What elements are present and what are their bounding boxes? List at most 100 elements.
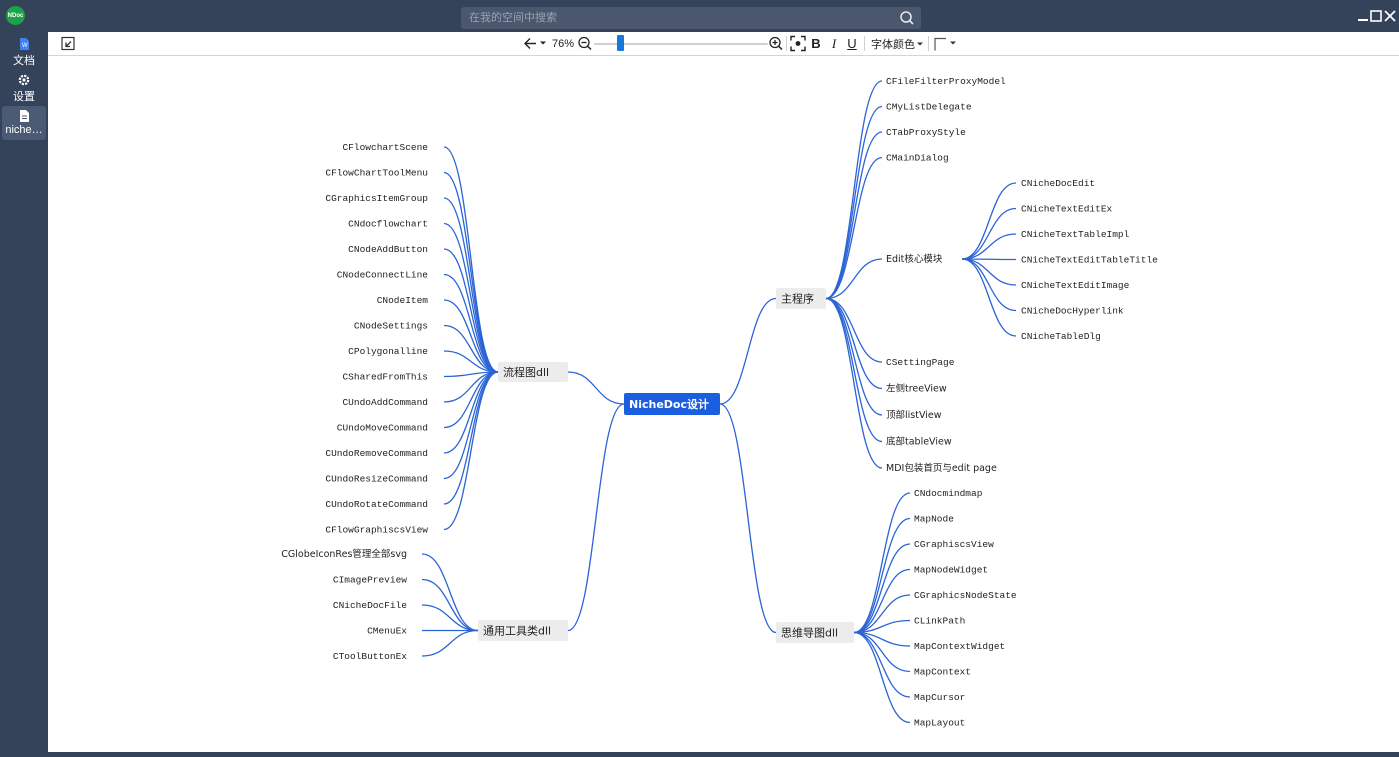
mindmap-leaf-node[interactable]: CNodeItem bbox=[377, 295, 429, 306]
connector-line bbox=[853, 492, 911, 634]
mindmap-leaf-node[interactable]: CFlowGraphiscsView bbox=[325, 525, 428, 536]
sidebar-item-settings[interactable]: 设置 bbox=[2, 70, 46, 104]
mindmap-leaf-node[interactable]: CUndoResizeCommand bbox=[325, 474, 428, 485]
maximize-icon[interactable] bbox=[1369, 9, 1383, 23]
connector-line bbox=[961, 207, 1017, 260]
connector-line bbox=[443, 371, 499, 531]
root-node[interactable]: NicheDoc设计 bbox=[624, 393, 720, 415]
mindmap-leaf-node[interactable]: CNicheTextEditTableTitle bbox=[1021, 255, 1158, 266]
search-input[interactable] bbox=[469, 10, 889, 26]
mindmap-leaf-node[interactable]: CPolygonalline bbox=[348, 346, 428, 357]
branch-node-zhuchengxu[interactable]: 主程序 bbox=[776, 288, 826, 309]
mindmap-leaf-node[interactable]: CUndoRotateCommand bbox=[325, 499, 428, 510]
mindmap-leaf-node[interactable]: CNicheTextEditImage bbox=[1021, 280, 1130, 291]
mindmap-leaf-node[interactable]: 底部tableView bbox=[886, 436, 952, 448]
search-icon[interactable] bbox=[899, 10, 915, 26]
mindmap-leaf-node[interactable]: CNdocmindmap bbox=[914, 488, 983, 499]
mindmap-leaf-node[interactable]: MapLayout bbox=[914, 718, 965, 729]
title-bar: NDoc bbox=[0, 0, 1399, 32]
mindmap-leaf-node[interactable]: CNodeSettings bbox=[354, 321, 428, 332]
mindmap-leaf-node[interactable]: MapContext bbox=[914, 667, 971, 678]
connector-line bbox=[853, 631, 911, 673]
mindmap-leaf-node[interactable]: CNicheTextTableImpl bbox=[1021, 229, 1130, 240]
connector-line bbox=[961, 182, 1017, 260]
minimize-icon[interactable] bbox=[1356, 9, 1370, 23]
export-icon[interactable] bbox=[60, 35, 76, 52]
connector-line bbox=[825, 105, 883, 300]
sidebar-item-open-doc[interactable]: niche… bbox=[2, 106, 46, 140]
mindmap-leaf-node[interactable]: 顶部listView bbox=[886, 409, 942, 421]
mindmap-leaf-node[interactable]: CLinkPath bbox=[914, 616, 965, 627]
mindmap-leaf-node[interactable]: CGraphicsItemGroup bbox=[325, 193, 428, 204]
sidebar-item-label: 文档 bbox=[13, 55, 35, 67]
zoom-in-icon[interactable] bbox=[768, 35, 784, 52]
connector-line bbox=[443, 273, 499, 373]
mindmap-leaf-node[interactable]: CTabProxyStyle bbox=[886, 127, 966, 138]
italic-button[interactable]: I bbox=[831, 35, 837, 51]
mindmap-leaf-node[interactable]: CSharedFromThis bbox=[342, 372, 428, 383]
gear-icon bbox=[18, 74, 30, 86]
zoom-slider-handle[interactable] bbox=[617, 35, 624, 51]
fit-view-icon[interactable] bbox=[790, 35, 806, 52]
connector-line bbox=[853, 543, 911, 634]
mindmap-leaf-node[interactable]: CNicheTextEditEx bbox=[1021, 204, 1113, 215]
root-node-label: NicheDoc设计 bbox=[629, 397, 709, 411]
mindmap-leaf-node[interactable]: CNicheTableDlg bbox=[1021, 331, 1101, 342]
sidebar-item-documents[interactable]: W 文档 bbox=[2, 34, 46, 68]
font-color-button[interactable]: 字体颜色 bbox=[871, 38, 915, 51]
connector-line bbox=[825, 131, 883, 300]
mindmap: CFlowchartSceneCFlowChartToolMenuCGraphi… bbox=[281, 76, 1158, 729]
mindmap-leaf-node[interactable]: CMyListDelegate bbox=[886, 102, 972, 113]
mindmap-leaf-node[interactable]: MDI包装首页与edit page bbox=[886, 462, 997, 474]
sidebar: W 文档 设置 niche… bbox=[0, 32, 48, 752]
file-icon bbox=[20, 110, 29, 122]
connector-line bbox=[421, 553, 479, 632]
connector-line bbox=[825, 297, 883, 390]
mindmap-leaf-node[interactable]: MapNodeWidget bbox=[914, 565, 988, 576]
zoom-slider[interactable] bbox=[594, 35, 768, 52]
mindmap-leaf-node[interactable]: MapContextWidget bbox=[914, 641, 1005, 652]
chevron-down-icon[interactable] bbox=[915, 35, 925, 52]
mindmap-leaf-node[interactable]: 左侧treeView bbox=[886, 383, 947, 395]
mindmap-leaf-node[interactable]: CFlowChartToolMenu bbox=[325, 168, 428, 179]
connector-line bbox=[825, 297, 883, 443]
mindmap-leaf-node[interactable]: CNodeConnectLine bbox=[337, 270, 429, 281]
mindmap-leaf-node[interactable]: CGlobeIconRes管理全部svg bbox=[281, 548, 407, 560]
mindmap-leaf-node[interactable]: CMainDialog bbox=[886, 153, 949, 164]
connector-line bbox=[443, 371, 499, 505]
zoom-value: 76% bbox=[551, 37, 575, 50]
toolbar: 76% B I U 字体颜色 bbox=[48, 32, 1399, 56]
mindmap-leaf-node[interactable]: MapCursor bbox=[914, 692, 965, 703]
branch-node-tongyong-label: 通用工具类dll bbox=[483, 624, 551, 638]
border-style-icon[interactable] bbox=[932, 35, 960, 52]
mindmap-leaf-node[interactable]: CMenuEx bbox=[367, 626, 407, 637]
mindmap-leaf-node[interactable]: CNicheDocHyperlink bbox=[1021, 306, 1124, 317]
layout-direction-icon[interactable] bbox=[522, 35, 548, 52]
mindmap-leaf-node[interactable]: CUndoAddCommand bbox=[342, 397, 428, 408]
mindmap-leaf-node[interactable]: CNdocflowchart bbox=[348, 219, 428, 230]
mindmap-leaf-node[interactable]: CGraphiscsView bbox=[914, 539, 994, 550]
mindmap-leaf-node[interactable]: CToolButtonEx bbox=[333, 651, 407, 662]
branch-node-tongyong[interactable]: 通用工具类dll bbox=[478, 620, 568, 641]
close-icon[interactable] bbox=[1383, 9, 1397, 23]
branch-node-liucheng[interactable]: 流程图dll bbox=[498, 362, 568, 382]
connector-line bbox=[853, 631, 911, 724]
mindmap-leaf-node[interactable]: CSettingPage bbox=[886, 357, 955, 368]
zoom-out-icon[interactable] bbox=[577, 35, 593, 52]
mindmap-leaf-node[interactable]: CGraphicsNodeState bbox=[914, 590, 1017, 601]
search-box[interactable] bbox=[461, 7, 921, 29]
mindmap-leaf-node[interactable]: CNicheDocFile bbox=[333, 600, 407, 611]
mindmap-leaf-node[interactable]: CUndoMoveCommand bbox=[337, 423, 428, 434]
mindmap-leaf-node[interactable]: MapNode bbox=[914, 514, 954, 525]
mindmap-leaf-node[interactable]: CFlowchartScene bbox=[342, 142, 428, 153]
branch-node-siwei[interactable]: 思维导图dll bbox=[776, 622, 854, 643]
bold-button[interactable]: B bbox=[811, 36, 821, 51]
underline-button[interactable]: U bbox=[847, 36, 857, 51]
mindmap-leaf-node[interactable]: CUndoRemoveCommand bbox=[325, 448, 428, 459]
mindmap-leaf-node[interactable]: CNicheDocEdit bbox=[1021, 178, 1095, 189]
mindmap-leaf-node[interactable]: CFileFilterProxyModel bbox=[886, 76, 1006, 87]
mindmap-leaf-node[interactable]: CImagePreview bbox=[333, 575, 407, 586]
mindmap-leaf-node[interactable]: CNodeAddButton bbox=[348, 244, 428, 255]
mindmap-leaf-node[interactable]: Edit核心模块 bbox=[886, 253, 943, 265]
